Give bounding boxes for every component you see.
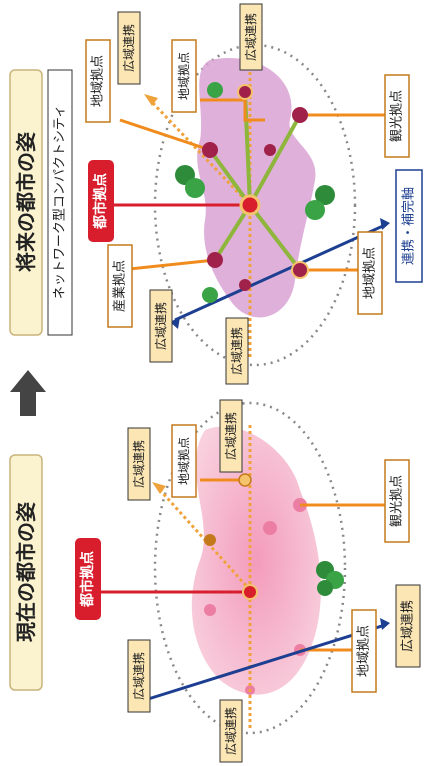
svg-text:地域拠点: 地域拠点 — [177, 52, 191, 100]
svg-text:観光拠点: 観光拠点 — [390, 90, 405, 142]
future-subtitle: ネットワーク型コンパクトシティ — [53, 105, 68, 299]
present-heading: 現在の都市の姿 — [14, 502, 38, 642]
present-wide-link-bottom-label: 広域連携 — [219, 699, 243, 763]
svg-text:産業拠点: 産業拠点 — [112, 260, 128, 312]
future-regional-hub-bottom-label: 地域拠点 — [357, 231, 383, 315]
future-heading: 将来の都市の姿 — [14, 132, 38, 272]
present-wide-link-top-label: 広域連携 — [219, 399, 243, 473]
svg-text:広域連携: 広域連携 — [243, 13, 258, 61]
future-wide-link-top-label: 広域連携 — [239, 3, 263, 71]
transition-arrow-icon — [10, 370, 46, 416]
future-tourism-hub-label: 観光拠点 — [384, 74, 410, 158]
svg-text:広域連携: 広域連携 — [153, 302, 168, 350]
present-city-hub-node — [242, 584, 258, 600]
svg-text:広域連携: 広域連携 — [121, 24, 136, 72]
present-wide-link-diagonal-label: 広域連携 — [127, 427, 151, 501]
svg-text:地域拠点: 地域拠点 — [177, 437, 191, 485]
svg-text:都市拠点: 都市拠点 — [92, 173, 109, 230]
tree-icon — [316, 561, 344, 596]
future-wide-link-left-label: 広域連携 — [149, 289, 173, 363]
svg-text:連携・補完軸: 連携・補完軸 — [401, 187, 417, 265]
present-urban-area — [191, 426, 321, 695]
svg-text:地域拠点: 地域拠点 — [91, 55, 106, 107]
future-industry-hub-label: 産業拠点 — [107, 244, 133, 328]
present-panel: 現在の都市の姿 — [9, 399, 421, 763]
future-subtitle-box — [47, 69, 73, 336]
svg-text:都市拠点: 都市拠点 — [79, 551, 96, 608]
future-navy-arrow — [174, 223, 386, 322]
future-regional-hub-left-label: 地域拠点 — [85, 39, 111, 123]
svg-text:広域連携: 広域連携 — [229, 327, 244, 375]
svg-text:地域拠点: 地域拠点 — [357, 625, 372, 677]
future-city-hub-label: 都市拠点 — [88, 160, 114, 242]
future-city-hub-node — [239, 194, 261, 216]
present-area-oval — [153, 401, 347, 735]
future-panel: 将来の都市の姿 ネットワーク型コンパクトシティ — [9, 3, 423, 385]
present-regional-hub-top-label: 地域拠点 — [171, 424, 197, 498]
svg-text:地域拠点: 地域拠点 — [363, 247, 378, 299]
tree-icon — [175, 165, 205, 198]
present-heading-box — [9, 454, 43, 691]
present-tourism-hub-label: 観光拠点 — [384, 459, 410, 543]
svg-text:広域連携: 広域連携 — [223, 707, 238, 755]
present-wide-link-right-label: 広域連携 — [395, 584, 421, 668]
tree-icon — [207, 82, 223, 98]
svg-text:広域連携: 広域連携 — [400, 600, 416, 652]
svg-text:観光拠点: 観光拠点 — [390, 475, 405, 527]
present-city-hub-label: 都市拠点 — [75, 538, 101, 620]
svg-text:広域連携: 広域連携 — [223, 412, 238, 460]
future-regional-hub-top-label: 地域拠点 — [171, 39, 197, 113]
svg-text:広域連携: 広域連携 — [131, 440, 146, 488]
present-wide-link-left-label: 広域連携 — [127, 639, 151, 713]
present-regional-hub-bottom-label: 地域拠点 — [351, 609, 377, 693]
future-wide-link-bottom-label: 広域連携 — [225, 317, 249, 385]
svg-text:広域連携: 広域連携 — [131, 652, 146, 700]
future-cooperation-axis-label: 連携・補完軸 — [395, 169, 423, 283]
present-navy-arrow — [144, 623, 386, 702]
future-heading-box — [9, 69, 43, 336]
tree-icon — [305, 185, 335, 220]
future-wide-link-diagonal-label: 広域連携 — [117, 11, 141, 85]
tree-icon — [202, 287, 218, 303]
